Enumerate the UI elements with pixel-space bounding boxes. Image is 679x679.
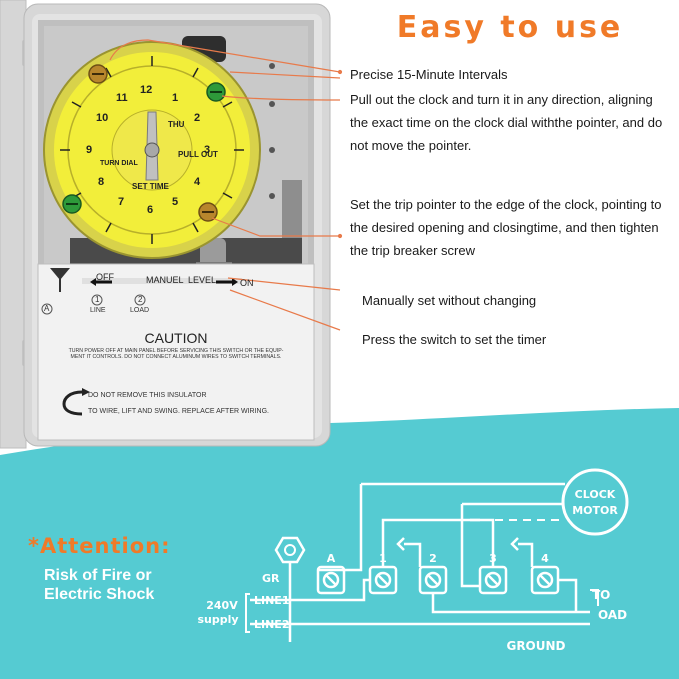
terminal-a: A [327,552,336,565]
clock-motor-line-1: CLOCK [575,488,616,501]
dial-day-label: THU [168,120,185,129]
wiring-diagram [245,468,629,642]
line1-label: LINE1 [254,594,289,607]
headline: Easy to use [396,10,624,45]
risk-line-2: Electric Shock [44,586,155,603]
dial-number: 7 [118,196,125,208]
terminal-2: 2 [429,552,437,565]
dial-number: 12 [140,84,153,96]
feature-trip-pointer: Set the trip pointer to the edge of the … [350,197,662,258]
dial-turn-label: TURN DIAL [100,160,138,167]
terminal-4: 4 [541,552,549,565]
lever-off-label: OFF [96,272,114,282]
to-load-line-2: OAD [598,608,627,622]
trip-screws [62,64,226,222]
dial-number: 6 [147,204,154,216]
terminal-1: 1 [379,552,387,565]
lever-on-label: ON [240,278,254,288]
insulator-note: DO NOT REMOVE THIS INSULATOR TO WIRE, LI… [88,392,312,415]
risk-line-1: Risk of Fire or [44,567,152,584]
caution-line-1: TURN POWER OFF AT MAIN PANEL BEFORE SERV… [68,348,284,354]
dial-number: 1 [172,92,179,104]
dial-number: 2 [194,112,201,124]
dial-number: 8 [98,176,105,188]
dial-number: 3 [204,144,211,156]
lever-manuel-label: MANUEL [146,275,184,285]
terminal-a-label: A [44,304,50,313]
terminal-3: 3 [489,552,497,565]
dial-number: 11 [116,92,128,104]
to-load-line-1: TO [592,588,610,602]
dial-number: 9 [86,144,93,156]
caution-title: CAUTION [144,330,208,346]
insulator-line-2: TO WIRE, LIFT AND SWING. REPLACE AFTER W… [88,408,269,415]
gr-label: GR [262,572,280,585]
terminal-line-number: 1 [95,295,100,304]
dial-set-time-label: SET TIME [132,182,169,191]
lever-level-label: LEVEL [188,275,217,285]
terminal-line-label: LINE [90,307,106,314]
supply-voltage: 240V [206,599,238,612]
feature-adjust-clock: Pull out the clock and turn it in any di… [350,92,663,153]
caution-line-2: MENT IT CONTROLS. DO NOT CONNECT ALUMINU… [70,354,282,360]
attention-title: *Attention: [28,534,171,558]
caution-label: CAUTION TURN POWER OFF AT MAIN PANEL BEF… [42,330,310,360]
dial-number: 4 [194,176,201,188]
supply-label: supply [197,613,238,626]
risk-warning: Risk of Fire or Electric Shock [44,566,154,604]
dial-number: 10 [96,112,109,124]
callout-lines [109,39,343,331]
insulator-plate [37,263,315,441]
feature-manual: Manually set without changing [362,293,537,308]
dial-pull-out-label: PULL OUT [178,150,218,159]
feature-intervals: Precise 15-Minute Intervals [350,67,508,82]
insulator-line-1: DO NOT REMOVE THIS INSULATOR [88,392,207,399]
open-door [0,0,30,449]
line2-label: LINE2 [254,618,289,631]
clock-motor-line-2: MOTOR [572,504,618,517]
dial-number: 5 [172,196,179,208]
feature-switch: Press the switch to set the timer [362,332,547,347]
ground-label: GROUND [506,639,565,653]
terminal-load-number: 2 [138,295,143,304]
terminal-load-label: LOAD [130,307,150,314]
